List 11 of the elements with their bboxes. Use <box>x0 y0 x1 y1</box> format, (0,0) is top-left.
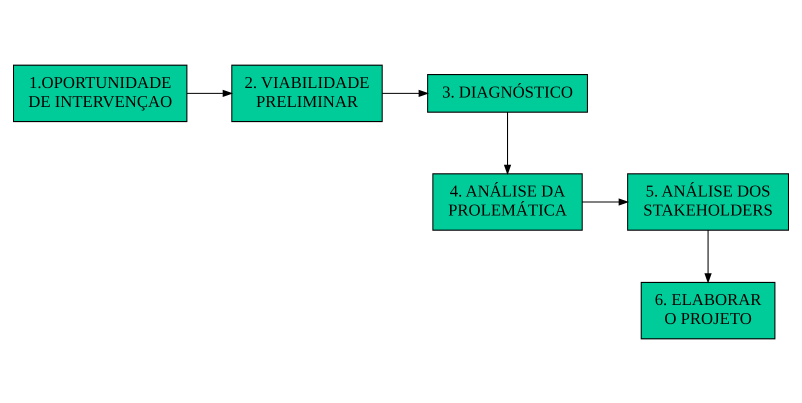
node-box: 1.OPORTUNIDADE DE INTERVENÇAO <box>12 64 188 122</box>
node-box: 4. ANÁLISE DA PROLEMÁTICA <box>432 172 583 230</box>
node-box: 6. ELABORAR O PROJETO <box>640 281 776 339</box>
arrow <box>187 89 234 97</box>
node-box: 2. VIABILIDADE PRELIMINAR <box>231 64 383 122</box>
arrow <box>382 89 430 97</box>
arrow <box>704 230 712 284</box>
arrow <box>504 112 512 175</box>
node-box: 3. DIAGNÓSTICO <box>427 74 588 112</box>
node-box: 5. ANÁLISE DOS STAKEHOLDERS <box>627 172 790 230</box>
arrow <box>582 198 630 206</box>
